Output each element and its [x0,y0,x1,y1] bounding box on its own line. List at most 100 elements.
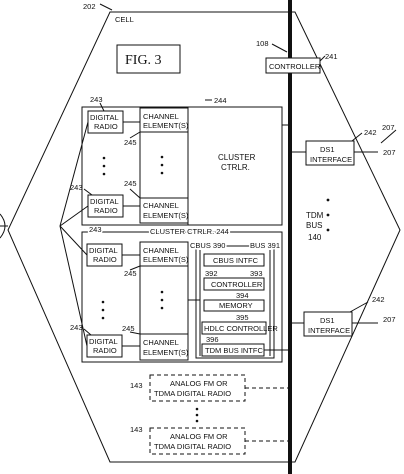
bottom-channel-column [139,241,189,361]
ellipsis-dot [102,156,106,160]
bottom-ce-1-leader [129,265,141,271]
ds1-top-span-ref: 207 [382,123,395,132]
bottom-ce-2-line1: CHANNEL [143,338,179,347]
antenna-fan [59,225,88,256]
cell-boundary [7,11,401,463]
top-radio-1-ref: 243 [90,95,103,104]
bottom-ce-1-ref: 245 [124,269,137,278]
top-radio-2-leader [83,188,93,196]
bottom-ce-1-line1: CHANNEL [143,246,179,255]
bottom-radio-1-line2: RADIO [93,255,117,264]
controller-box [265,57,321,74]
top-cluster-ref: 244 [214,96,227,105]
bottom-radio-1-ref: 243 [89,225,102,234]
cbus-label: CBUS 390 [190,241,225,250]
analog-radio-1 [149,374,246,402]
memory-ref: 394 [236,291,249,300]
top-radio-1-line2: RADIO [94,122,118,131]
cell-ref: 202 [83,2,96,11]
top-radio-2-line2: RADIO [94,206,118,215]
top-ce-1-leader [129,131,141,139]
analog-radio-1-line2: TDMA DIGITAL RADIO [154,389,231,398]
bottom-ce-2-leader [129,331,141,335]
controller-393-ref: 393 [250,269,263,278]
ellipsis-dot [101,308,105,312]
ds1-top-link-ref: 207 [383,148,396,157]
bottom-ce-2-line2: ELEMENT(S) [143,348,189,357]
antenna-fan [59,225,88,347]
top-cluster-controller-line1: CLUSTER [218,153,256,162]
top-ce-1-ref: 245 [124,138,137,147]
bus-dot [326,198,330,202]
bottom-cluster-title: CLUSTER CTRLR. 244 [150,227,229,236]
cell-label: CELL [115,15,134,24]
ellipsis-dot [195,419,199,423]
top-ce-1-line1: CHANNEL [143,112,179,121]
antenna-fan [59,205,89,227]
controller-392-ref: 392 [205,269,218,278]
figure-label-box [116,44,181,74]
top-radio-2-line1: DIGITAL [90,197,119,206]
cbus-intfc-box [203,253,265,267]
ellipsis-dot [160,290,164,294]
bottom-radio-2-ref: 243 [70,323,83,332]
figure-label: FIG. 3 [125,53,162,68]
top-channel-column [139,107,189,224]
ellipsis-dot [160,163,164,167]
top-cluster-controller-line2: CTRLR. [221,163,250,172]
ds1-top-line2: INTERFACE [310,155,352,164]
bus-dot [326,228,330,232]
top-ce-2-ref: 245 [124,179,137,188]
tdm-intfc-label: TDM BUS INTFC [205,346,263,355]
ds1-top-line1: DS1 [320,145,335,154]
analog-radio-2-line1: ANALOG FM OR [170,432,228,441]
bottom-ce-1-line2: ELEMENT(S) [143,255,189,264]
cell-ref-leader [99,3,113,11]
ellipsis-dot [101,316,105,320]
analog-radio-1-line1: ANALOG FM OR [170,379,228,388]
ellipsis-dot [101,300,105,304]
top-radio-1-leader [99,102,105,112]
ds1-interface-top [305,140,355,166]
bus-ref-leader [271,43,288,53]
ellipsis-dot [195,413,199,417]
controller-label: CONTROLLER [269,62,321,71]
memory-label: MEMORY [219,301,253,310]
hdlc-box [201,321,267,335]
hdlc-label: HDLC CONTROLLER [204,324,278,333]
bottom-radio-1-line1: DIGITAL [89,246,118,255]
ellipsis-dot [160,306,164,310]
top-ce-1-line2: ELEMENT(S) [143,121,189,130]
top-ce-2-leader [129,188,141,199]
ellipsis-dot [160,171,164,175]
ds1-bottom-line1: DS1 [320,316,335,325]
controller-ref-leader [319,55,326,62]
cluster-controller-label: CONTROLLER [211,280,263,289]
controller-ref: 241 [325,52,338,61]
analog-radio-2-ref: 143 [130,425,143,434]
top-ce-2-line1: CHANNEL [143,201,179,210]
bottom-radio-2-line2: RADIO [93,346,117,355]
ellipsis-dot [160,155,164,159]
ds1-top-ref: 242 [364,128,377,137]
antenna-fan [59,121,89,227]
antenna-symbol [0,213,6,239]
analog-radio-2 [149,427,246,455]
bottom-radio-2-line1: DIGITAL [89,337,118,346]
ellipsis-dot [160,298,164,302]
analog-radio-1-ref: 143 [130,381,143,390]
top-radio-2-ref: 243 [70,183,83,192]
ds1-bottom-ref: 242 [372,295,385,304]
cbus-intfc-label: CBUS INTFC [213,256,259,265]
top-radio-1-line1: DIGITAL [90,113,119,122]
ds1-top-ref-leader [351,132,363,142]
ellipsis-dot [102,164,106,168]
bus-label-line2: BUS [306,221,322,230]
bus-dot [326,213,330,217]
bottom-ce-2-ref: 245 [122,324,135,333]
bus-391-label: BUS 391 [250,241,280,250]
ds1-interface-bottom [303,311,353,337]
cluster-controller-box [203,277,265,291]
ds1-bottom-ref-leader [349,301,369,313]
hdlc-ref: 395 [236,313,249,322]
